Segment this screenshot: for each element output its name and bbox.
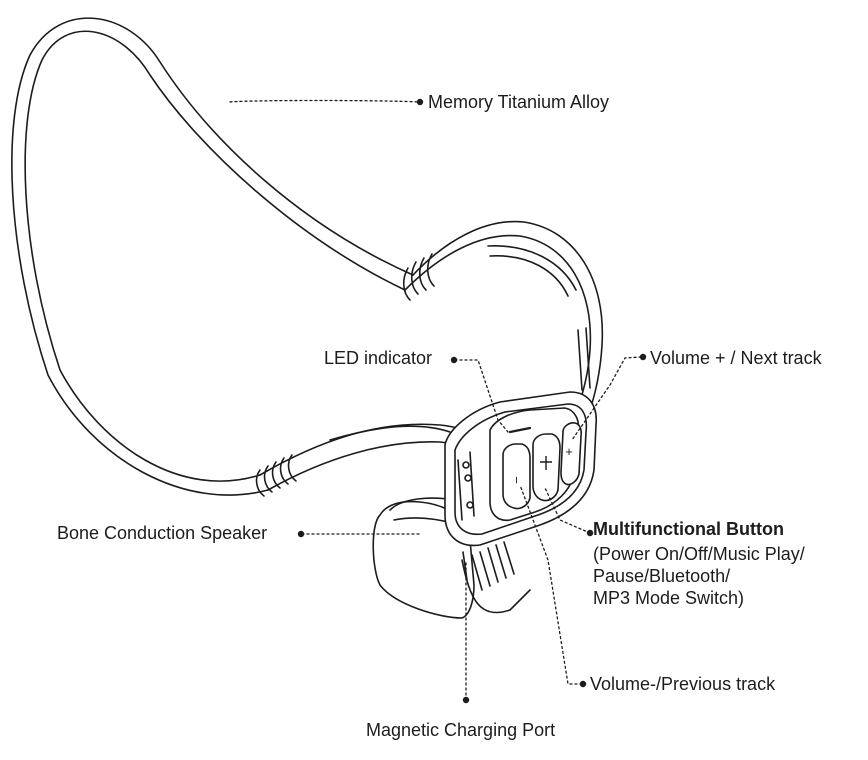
label-multifunctional-button-line2: Pause/Bluetooth/	[593, 566, 731, 586]
label-volume-plus: Volume + / Next track	[650, 348, 822, 368]
label-multifunctional-button-line3: MP3 Mode Switch)	[593, 588, 745, 608]
callout-dots	[297, 98, 647, 704]
callout-line-volume-plus	[571, 356, 642, 441]
callout-line-multi-button	[544, 487, 591, 534]
callout-line-titanium	[229, 99, 421, 103]
label-volume-minus: Volume-/Previous track	[590, 674, 776, 694]
callout-lines	[229, 99, 642, 701]
dot-charging	[462, 696, 470, 704]
upper-ear-hook	[402, 220, 604, 426]
dot-speaker	[297, 530, 305, 538]
label-multifunctional-button-title: Multifunctional Button	[593, 519, 784, 539]
callout-line-volume-minus	[519, 484, 583, 685]
label-bone-conduction-speaker: Bone Conduction Speaker	[57, 523, 268, 543]
label-memory-titanium-alloy: Memory Titanium Alloy	[428, 92, 610, 112]
dot-led	[450, 356, 458, 364]
plus-glyph: +	[565, 444, 573, 459]
dot-titanium	[416, 98, 424, 106]
titanium-band	[11, 17, 414, 496]
label-multifunctional-button-line1: (Power On/Off/Music Play/	[593, 544, 805, 564]
minus-glyph: −	[509, 476, 524, 484]
label-magnetic-charging-port: Magnetic Charging Port	[366, 720, 556, 740]
dot-volume-minus	[579, 680, 587, 688]
dot-multi-button	[586, 529, 594, 537]
dot-volume-plus	[639, 353, 647, 361]
callout-line-led	[454, 359, 509, 433]
label-led-indicator: LED indicator	[324, 348, 433, 368]
power-icon	[540, 456, 552, 470]
control-housing	[444, 391, 597, 581]
